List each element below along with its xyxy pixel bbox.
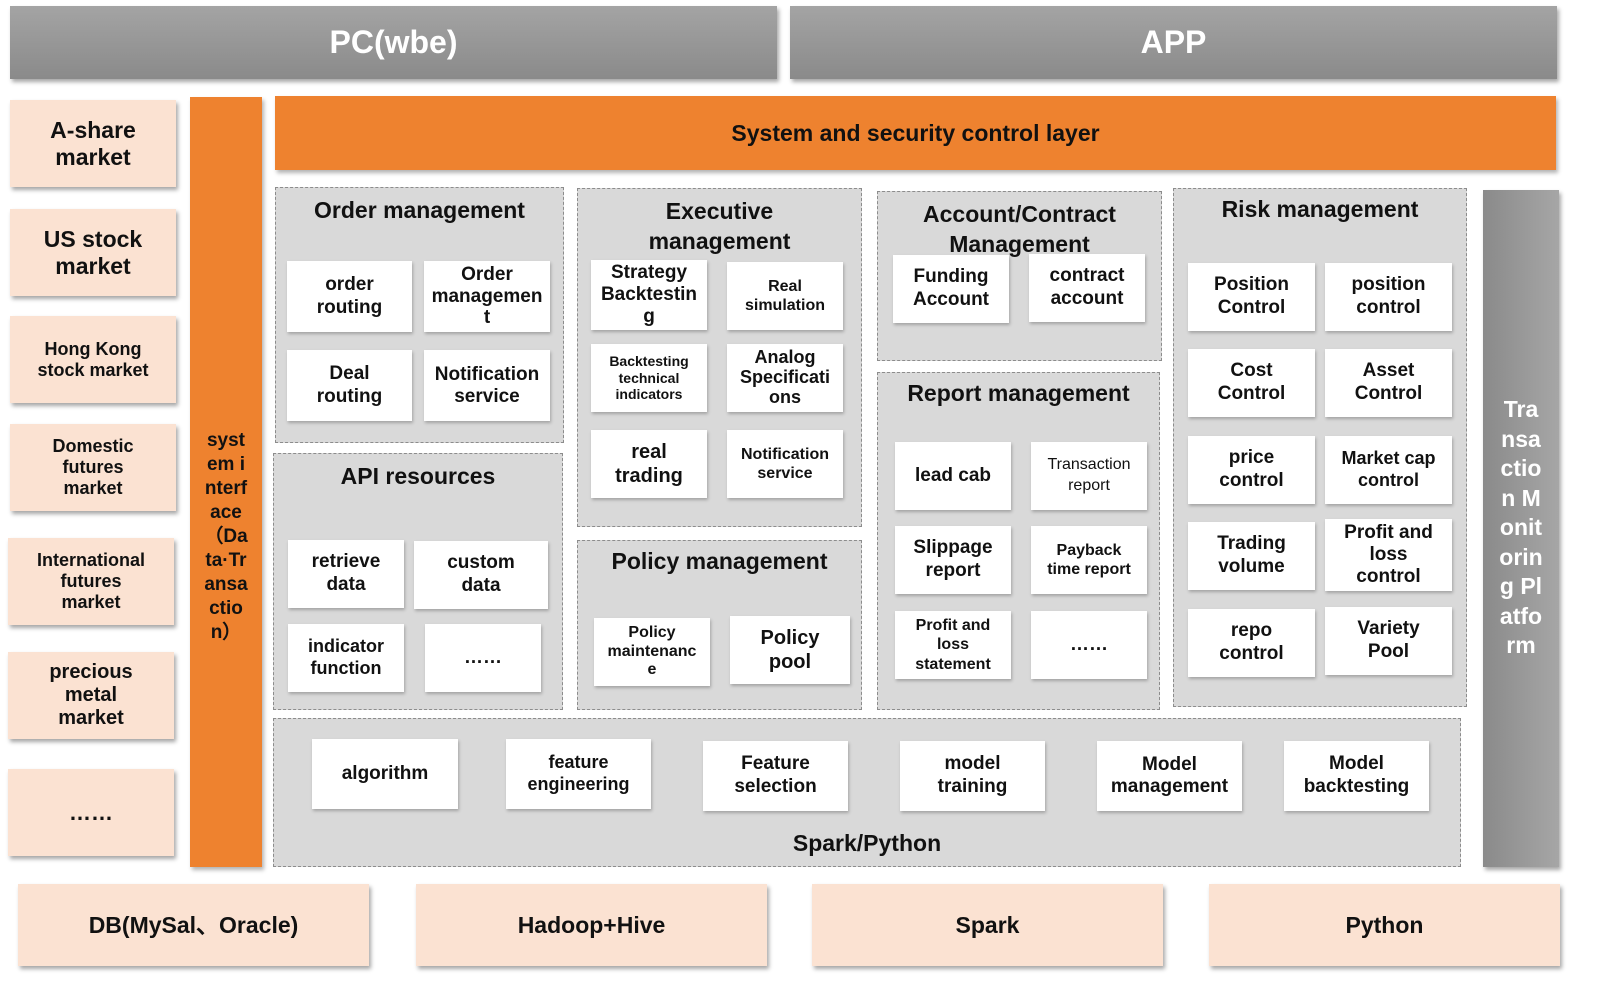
- market-label: precious metal market: [49, 661, 133, 729]
- market-label: Hong Kong stock market: [37, 338, 149, 380]
- market-hong-kong: Hong Kong stock market: [10, 316, 176, 403]
- market-more: ……: [8, 769, 174, 856]
- market-label: Domestic futures market: [52, 436, 134, 498]
- funding-account-box: Funding Account: [893, 255, 1009, 323]
- bottom-label: Python: [1345, 911, 1424, 938]
- custom-data-box: custom data: [414, 541, 548, 609]
- account-contract-title: Account/Contract Management: [923, 201, 1116, 257]
- executive-management-panel: Executive management Strategy Backtestin…: [577, 188, 862, 527]
- bottom-label: Hadoop+Hive: [517, 911, 666, 938]
- account-contract-panel: Account/Contract Management Funding Acco…: [877, 191, 1162, 361]
- db-mysql-oracle-box: DB(MySal、Oracle): [18, 884, 369, 966]
- spark-box: Spark: [812, 884, 1163, 966]
- market-us-stock: US stock market: [10, 209, 176, 296]
- feature-selection-box: Feature selection: [703, 741, 848, 811]
- order-management-box: Order management: [424, 261, 550, 332]
- policy-pool-box: Policy pool: [730, 616, 850, 684]
- bottom-label: DB(MySal、Oracle): [88, 911, 299, 938]
- order-routing-box: order routing: [287, 261, 412, 332]
- market-precious-metal: precious metal market: [8, 652, 174, 739]
- bottom-label: Spark: [955, 911, 1020, 938]
- retrieve-data-box: retrieve data: [288, 540, 404, 608]
- api-resources-title: API resources: [340, 463, 496, 489]
- position-control-box: Position Control: [1188, 263, 1315, 331]
- deal-routing-box: Deal routing: [287, 350, 412, 421]
- payback-time-report-box: Payback time report: [1031, 526, 1147, 594]
- contract-account-box: contract account: [1029, 254, 1145, 322]
- variety-pool-box: Variety Pool: [1325, 607, 1452, 675]
- hadoop-hive-box: Hadoop+Hive: [416, 884, 767, 966]
- asset-control-box: Asset Control: [1325, 349, 1452, 417]
- report-management-panel: Report management lead cab Transaction r…: [877, 372, 1160, 710]
- system-interface-label: system interface（Data·Transaction）: [204, 430, 248, 643]
- api-more-box: ……: [425, 624, 541, 692]
- policy-maintenance-box: Policy maintenance: [594, 618, 710, 686]
- market-a-share: A-share market: [10, 100, 176, 187]
- executive-notification-service-box: Notification service: [727, 430, 843, 498]
- report-more-box: ……: [1031, 611, 1147, 679]
- algorithm-box: algorithm: [312, 739, 458, 809]
- api-resources-panel: API resources retrieve data custom data …: [273, 453, 563, 710]
- analog-specifications-box: Analog Specifications: [727, 344, 843, 412]
- report-management-title: Report management: [907, 380, 1130, 406]
- order-management-panel: Order management order routing Order man…: [275, 187, 564, 443]
- real-simulation-box: Real simulation: [727, 262, 843, 330]
- market-domestic-futures: Domestic futures market: [10, 424, 176, 511]
- risk-management-title: Risk management: [1221, 196, 1419, 222]
- market-label: International futures market: [36, 550, 145, 612]
- notification-service-box: Notification service: [424, 350, 550, 421]
- model-training-box: model training: [900, 741, 1045, 811]
- price-control-box: price control: [1188, 436, 1315, 504]
- indicator-function-box: indicator function: [288, 624, 404, 692]
- spark-python-title: Spark/Python: [792, 830, 942, 856]
- risk-management-panel: Risk management Position Control positio…: [1173, 188, 1467, 707]
- market-cap-control-box: Market cap control: [1325, 436, 1452, 504]
- transaction-monitoring-label: Transaction Monitoring Platform: [1499, 396, 1543, 659]
- security-layer-bar: System and security control layer: [275, 96, 1556, 170]
- model-management-box: Model management: [1097, 741, 1242, 811]
- market-international-futures: International futures market: [8, 538, 174, 625]
- executive-management-title: Executive management: [648, 198, 791, 254]
- market-label: A-share market: [50, 117, 136, 170]
- app-label: APP: [1140, 24, 1207, 60]
- pc-web-bar: PC(wbe): [10, 6, 777, 79]
- app-bar: APP: [790, 6, 1557, 79]
- spark-python-panel: algorithm feature engineering Feature se…: [273, 718, 1461, 867]
- lead-cab-box: lead cab: [895, 442, 1011, 510]
- repo-control-box: repo control: [1188, 609, 1315, 677]
- policy-management-panel: Policy management Policy maintenance Pol…: [577, 540, 862, 710]
- trading-volume-box: Trading volume: [1188, 522, 1315, 590]
- pc-web-label: PC(wbe): [329, 24, 458, 60]
- policy-management-title: Policy management: [611, 548, 828, 574]
- real-trading-box: real trading: [591, 430, 707, 498]
- cost-control-box: Cost Control: [1188, 349, 1315, 417]
- model-backtesting-box: Model backtesting: [1284, 741, 1429, 811]
- system-interface-bar: system interface（Data·Transaction）: [190, 97, 262, 867]
- position-control-box-2: position control: [1325, 263, 1452, 331]
- profit-loss-control-box: Profit and loss control: [1325, 519, 1452, 591]
- market-label: US stock market: [43, 226, 143, 279]
- market-label: ……: [69, 799, 113, 825]
- slippage-report-box: Slippage report: [895, 526, 1011, 594]
- python-box: Python: [1209, 884, 1560, 966]
- transaction-monitoring-bar: Transaction Monitoring Platform: [1483, 190, 1559, 867]
- strategy-backtesting-box: Strategy Backtesting: [591, 260, 707, 330]
- security-layer-label: System and security control layer: [731, 119, 1100, 146]
- transaction-report-box: Transaction report: [1031, 442, 1147, 510]
- order-management-title: Order management: [314, 197, 525, 223]
- profit-loss-statement-box: Profit and loss statement: [895, 611, 1011, 679]
- feature-engineering-box: feature engineering: [506, 739, 651, 809]
- backtesting-technical-indicators-box: Backtesting technical indicators: [591, 344, 707, 412]
